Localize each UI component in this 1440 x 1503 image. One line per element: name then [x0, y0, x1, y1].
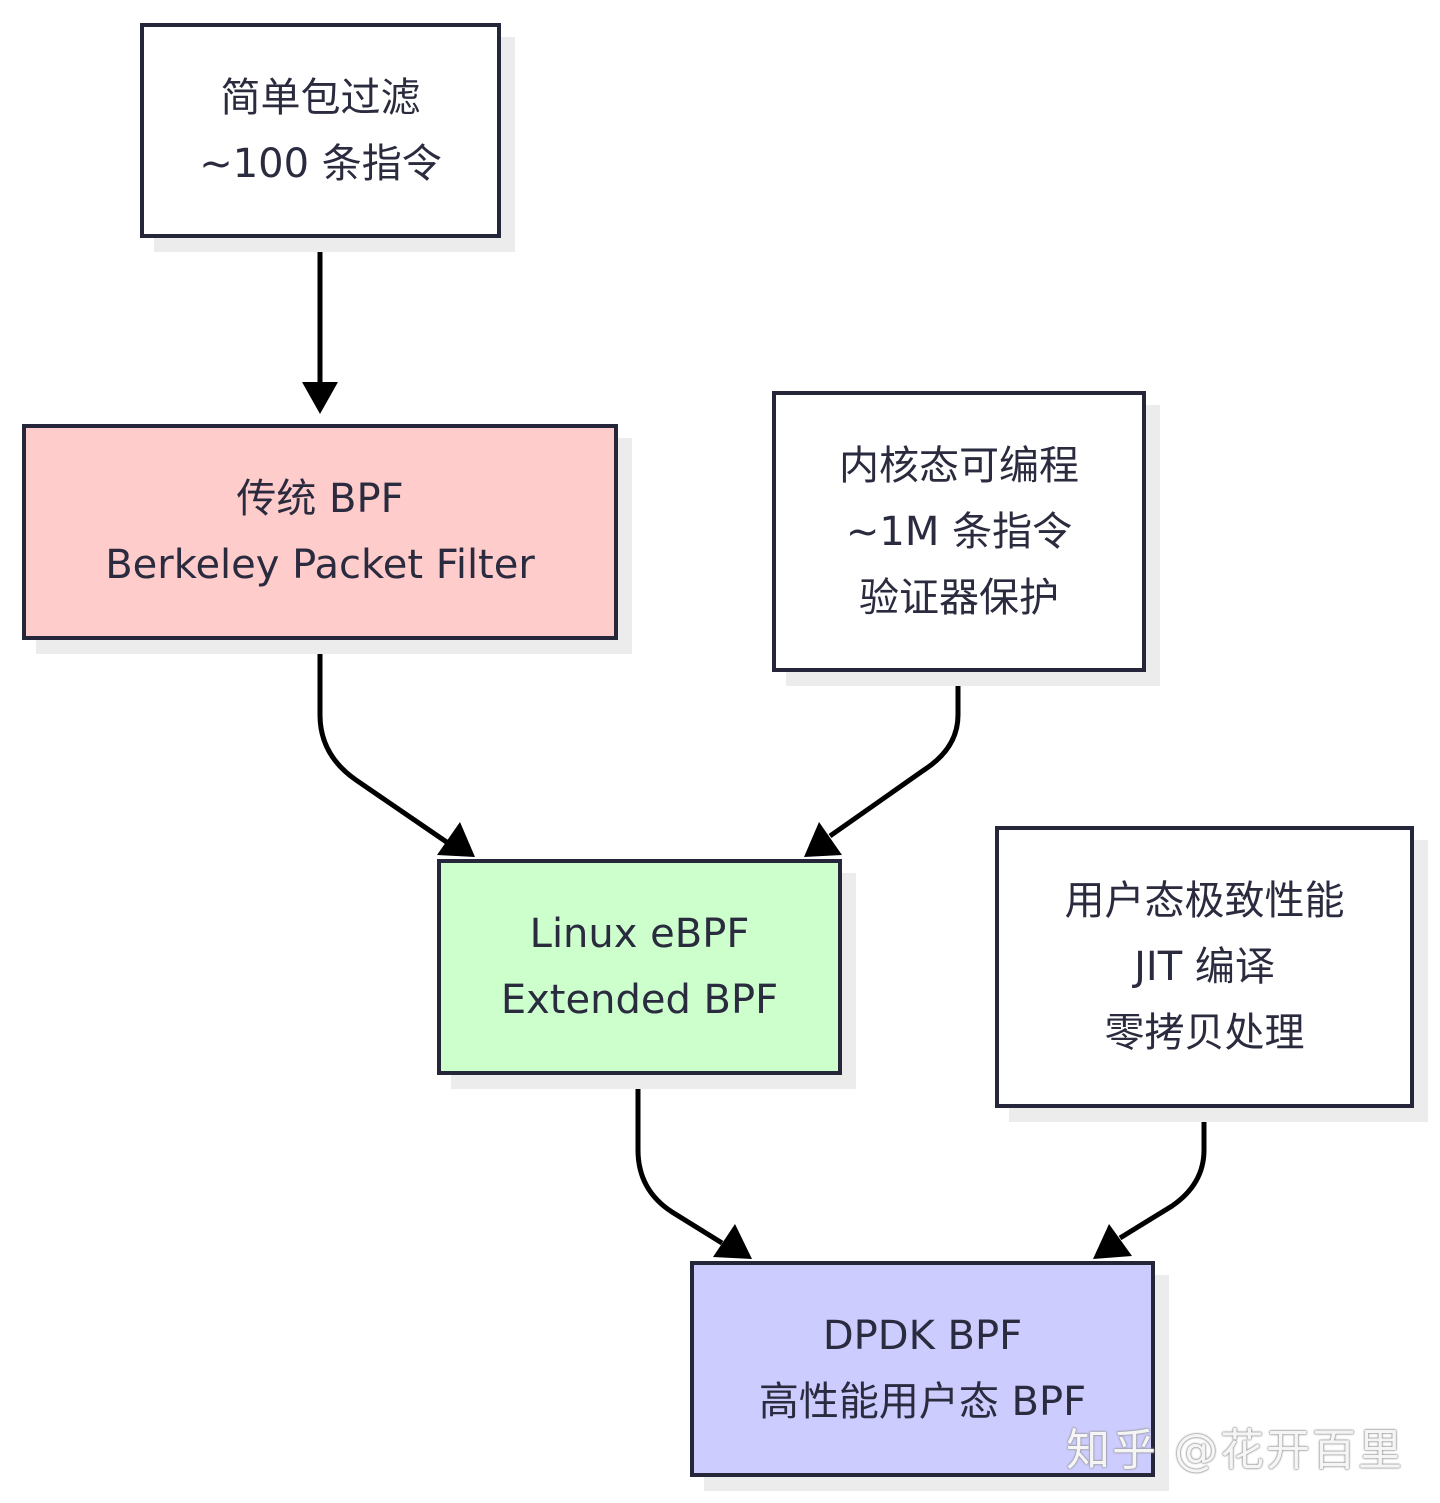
node-userspace-performance: 用户态极致性能 JIT 编译 零拷贝处理	[995, 826, 1414, 1108]
node-simple-filter-line-2: ~100 条指令	[199, 140, 442, 187]
arrowhead-icon	[804, 822, 842, 857]
node-simple-filter: 简单包过滤 ~100 条指令	[140, 23, 501, 238]
edge-classic-to-ebpf	[317, 640, 450, 846]
node-linux-ebpf: Linux eBPF Extended BPF	[437, 859, 842, 1075]
node-kernel-programmable-line-2: ~1M 条指令	[845, 508, 1073, 555]
node-dpdk-bpf-line-1: DPDK BPF	[822, 1313, 1023, 1359]
edge-ebpf-to-dpdk	[635, 1075, 724, 1246]
node-kernel-programmable: 内核态可编程 ~1M 条指令 验证器保护	[772, 391, 1146, 672]
edge-kernel-to-ebpf	[828, 672, 961, 839]
node-dpdk-bpf: DPDK BPF 高性能用户态 BPF	[690, 1261, 1155, 1477]
node-classic-bpf-line-1: 传统 BPF	[236, 476, 404, 522]
arrowhead-icon	[437, 822, 475, 857]
node-dpdk-bpf-line-2: 高性能用户态 BPF	[758, 1379, 1087, 1425]
arrowhead-icon	[1093, 1224, 1132, 1259]
node-linux-ebpf-line-1: Linux eBPF	[529, 911, 750, 957]
arrowhead-icon	[713, 1224, 752, 1259]
node-classic-bpf-line-2: Berkeley Packet Filter	[105, 542, 535, 588]
node-userspace-performance-line-2: JIT 编译	[1134, 944, 1275, 990]
node-classic-bpf: 传统 BPF Berkeley Packet Filter	[22, 424, 618, 640]
node-simple-filter-line-1: 简单包过滤	[220, 74, 421, 121]
node-kernel-programmable-line-3: 验证器保护	[859, 574, 1059, 621]
watermark: 知乎 @花开百里	[1066, 1425, 1404, 1476]
node-kernel-programmable-line-1: 内核态可编程	[839, 442, 1079, 489]
node-linux-ebpf-line-2: Extended BPF	[500, 977, 779, 1023]
node-userspace-performance-line-1: 用户态极致性能	[1064, 878, 1345, 924]
edge-userspace-to-dpdk	[1118, 1108, 1207, 1241]
arrowhead-icon	[302, 382, 338, 414]
node-userspace-performance-line-3: 零拷贝处理	[1104, 1010, 1305, 1056]
